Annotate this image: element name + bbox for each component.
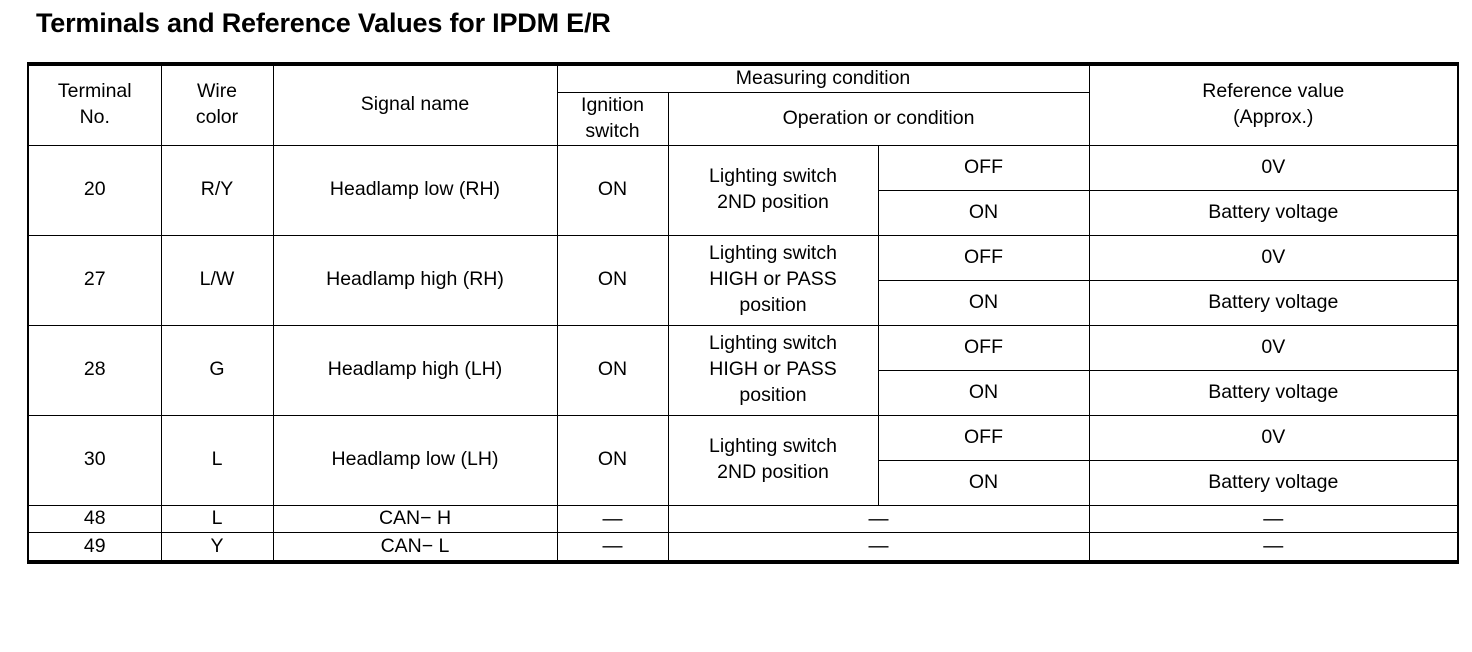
condition-line3: position xyxy=(739,384,807,407)
column-header-terminal-no-line1: Terminal xyxy=(57,80,132,103)
column-header-operation-or-condition: Operation or condition xyxy=(667,91,1090,146)
column-header-wire-color: Wire color xyxy=(160,63,274,146)
table-row: ON Battery voltage xyxy=(28,369,1459,416)
table-row: ON Battery voltage xyxy=(28,279,1459,326)
column-header-reference-value: Reference value (Approx.) xyxy=(1088,63,1459,146)
column-header-wire-color-line2: color xyxy=(195,106,239,129)
cell-reference-value: — xyxy=(1088,504,1459,534)
cell-state: ON xyxy=(877,459,1090,506)
cell-state: OFF xyxy=(877,324,1090,371)
column-header-terminal-no-line2: No. xyxy=(79,106,110,129)
table-row: 28 G Headlamp high (LH) ON Lighting swit… xyxy=(27,324,1459,416)
cell-reference-value: 0V xyxy=(1088,144,1459,191)
column-header-signal-name: Signal name xyxy=(272,63,558,146)
cell-reference-value: Battery voltage xyxy=(1088,279,1459,326)
cell-ignition-switch: ON xyxy=(556,144,669,236)
cell-ignition-switch: ON xyxy=(556,234,669,326)
condition-line3: position xyxy=(739,294,807,317)
table-header: Terminal No. Wire color Signal name Meas… xyxy=(27,63,1459,146)
cell-terminal-no: 27 xyxy=(27,234,162,326)
column-header-reference-value-line1: Reference value xyxy=(1202,80,1345,103)
condition-line1: Lighting switch xyxy=(709,332,837,355)
table-header-row-2: Ignition switch Operation or condition xyxy=(28,91,1458,146)
cell-state: ON xyxy=(877,279,1090,326)
table-header-row-1: Terminal No. Wire color Signal name Meas… xyxy=(27,63,1459,146)
column-header-measuring-condition: Measuring condition xyxy=(556,63,1090,93)
cell-reference-value: 0V xyxy=(1088,234,1459,281)
condition-line2: 2ND position xyxy=(717,191,829,214)
cell-terminal-no: 28 xyxy=(27,324,162,416)
cell-reference-value: Battery voltage xyxy=(1088,189,1459,236)
cell-ignition-switch: ON xyxy=(556,414,669,506)
cell-signal-name: CAN− L xyxy=(272,532,558,563)
column-header-wire-color-line1: Wire xyxy=(196,80,238,103)
cell-terminal-no: 48 xyxy=(27,504,162,534)
cell-signal-name: Headlamp low (RH) xyxy=(272,144,558,236)
cell-operation-condition: Lighting switch 2ND position xyxy=(667,414,879,506)
cell-reference-value: 0V xyxy=(1088,324,1459,371)
column-header-reference-value-line2: (Approx.) xyxy=(1233,106,1314,129)
column-header-ignition-switch-line2: switch xyxy=(585,119,640,142)
cell-reference-value: — xyxy=(1088,532,1459,563)
cell-signal-name: Headlamp high (LH) xyxy=(272,324,558,416)
cell-wire-color: L xyxy=(160,504,274,534)
terminals-reference-table: Terminal No. Wire color Signal name Meas… xyxy=(27,62,1460,564)
table-row: 27 L/W Headlamp high (RH) ON Lighting sw… xyxy=(27,234,1459,326)
cell-signal-name: Headlamp high (RH) xyxy=(272,234,558,326)
table-row: ON Battery voltage xyxy=(28,189,1459,236)
table-row: 49 Y CAN− L — — — xyxy=(27,532,1459,563)
cell-terminal-no: 49 xyxy=(27,532,162,563)
condition-line2: 2ND position xyxy=(717,461,829,484)
cell-operation-condition: Lighting switch HIGH or PASS position xyxy=(667,234,879,326)
cell-operation-condition: — xyxy=(667,504,1090,534)
cell-operation-condition: — xyxy=(667,532,1090,563)
cell-state: OFF xyxy=(877,414,1090,461)
column-header-terminal-no: Terminal No. xyxy=(27,63,162,146)
cell-wire-color: G xyxy=(160,324,274,416)
cell-wire-color: L/W xyxy=(160,234,274,326)
cell-ignition-switch: ON xyxy=(556,324,669,416)
cell-wire-color: L xyxy=(160,414,274,506)
table-body: 20 R/Y Headlamp low (RH) ON Lighting swi… xyxy=(27,144,1459,563)
cell-reference-value: Battery voltage xyxy=(1088,369,1459,416)
page-title: Terminals and Reference Values for IPDM … xyxy=(36,8,611,38)
condition-line1: Lighting switch xyxy=(709,435,837,458)
cell-ignition-switch: — xyxy=(556,504,669,534)
cell-reference-value: 0V xyxy=(1088,414,1459,461)
cell-reference-value: Battery voltage xyxy=(1088,459,1459,506)
cell-state: ON xyxy=(877,189,1090,236)
condition-line2: HIGH or PASS xyxy=(709,268,837,291)
table-row: 30 L Headlamp low (LH) ON Lighting switc… xyxy=(27,414,1459,506)
table-row: 48 L CAN− H — — — xyxy=(27,504,1459,534)
cell-state: OFF xyxy=(877,234,1090,281)
cell-state: ON xyxy=(877,369,1090,416)
cell-signal-name: Headlamp low (LH) xyxy=(272,414,558,506)
column-header-ignition-switch-line1: Ignition xyxy=(581,93,644,116)
condition-line2: HIGH or PASS xyxy=(709,358,837,381)
cell-terminal-no: 20 xyxy=(27,144,162,236)
condition-line1: Lighting switch xyxy=(709,165,837,188)
column-header-ignition-switch: Ignition switch xyxy=(556,91,669,146)
cell-state: OFF xyxy=(877,144,1090,191)
condition-line1: Lighting switch xyxy=(709,242,837,265)
table-row: ON Battery voltage xyxy=(28,459,1459,506)
cell-operation-condition: Lighting switch HIGH or PASS position xyxy=(667,324,879,416)
cell-operation-condition: Lighting switch 2ND position xyxy=(667,144,879,236)
cell-ignition-switch: — xyxy=(556,532,669,563)
cell-wire-color: R/Y xyxy=(160,144,274,236)
table-row: 20 R/Y Headlamp low (RH) ON Lighting swi… xyxy=(27,144,1459,236)
cell-signal-name: CAN− H xyxy=(272,504,558,534)
cell-wire-color: Y xyxy=(160,532,274,563)
cell-terminal-no: 30 xyxy=(27,414,162,506)
